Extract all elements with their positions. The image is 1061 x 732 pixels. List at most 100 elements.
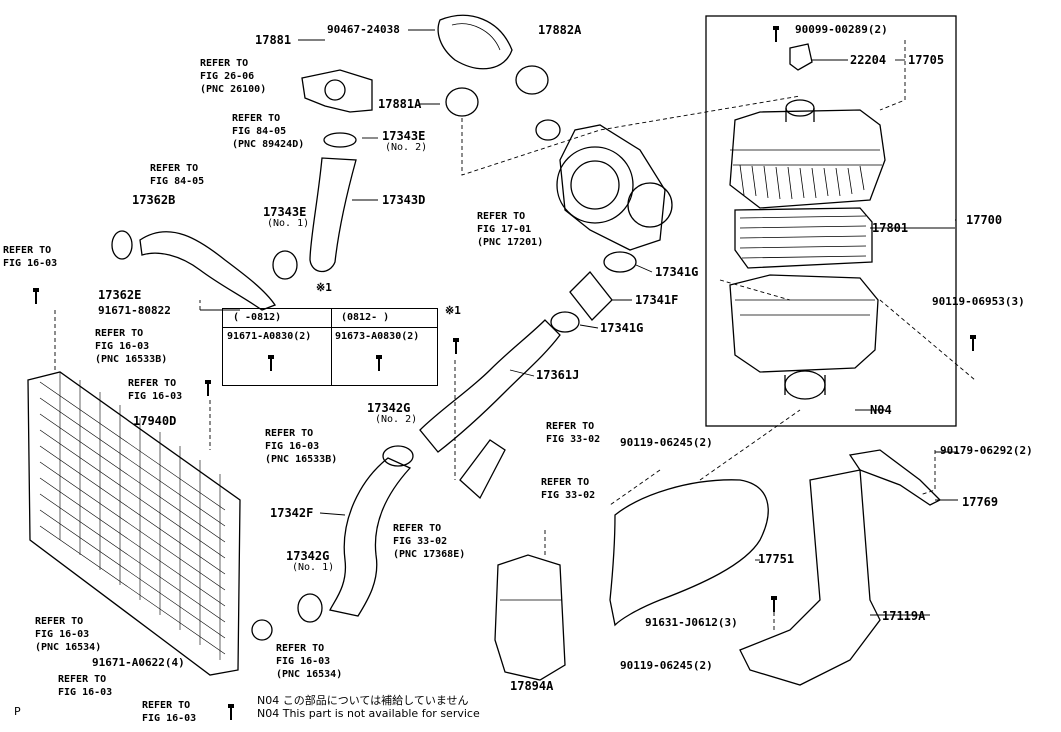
- refer-line: FIG 16-03: [128, 391, 183, 402]
- part-label-17362e[interactable]: 17362E: [98, 288, 142, 302]
- throttle-body-drawing: [301, 69, 373, 113]
- refer-line: FIG 16-03: [95, 341, 150, 352]
- part-label-90119-06953[interactable]: 90119-06953(3): [932, 295, 1025, 308]
- refer-line: FIG 17-01: [477, 224, 532, 235]
- refer-line: REFER TO: [541, 477, 590, 488]
- clamp-17342g-no1: [297, 593, 323, 623]
- refer-line: FIG 16-03: [35, 629, 90, 640]
- air-duct-17751-drawing: [609, 479, 769, 627]
- label-no2: (No. 2): [385, 142, 428, 153]
- part-label-17801[interactable]: 17801: [872, 221, 909, 235]
- hose-17341f-drawing: [569, 271, 613, 321]
- clamp-17342g-no2: [382, 445, 414, 467]
- part-label-17769[interactable]: 17769: [962, 495, 999, 509]
- refer-to-fig-16-03-a[interactable]: REFER TO FIG 16-03: [3, 244, 57, 270]
- clamp-17343e-no2: [323, 132, 357, 148]
- refer-to-fig-16-03-pnc-16533b-b[interactable]: REFER TO FIG 16-03 (PNC 16533B): [265, 427, 337, 466]
- refer-line: REFER TO: [3, 245, 52, 256]
- refer-line: (PNC 26100): [200, 84, 267, 95]
- part-label-91631-j0612[interactable]: 91631-J0612(3): [645, 616, 738, 629]
- refer-line: (PNC 16533B): [95, 354, 168, 365]
- bracket-17769-drawing: [848, 449, 942, 506]
- refer-to-fig-33-02-b[interactable]: REFER TO FIG 33-02: [541, 476, 595, 502]
- part-label-17894a[interactable]: 17894A: [510, 679, 554, 693]
- refer-line: REFER TO: [232, 113, 281, 124]
- bolt-date-table: ( -0812) (0812- ) 91671-A0830(2) 91673-A…: [222, 308, 438, 386]
- refer-line: REFER TO: [58, 674, 107, 685]
- part-label-17882a[interactable]: 17882A: [538, 23, 582, 37]
- refer-to-fig-16-03-pnc-16534-b[interactable]: REFER TO FIG 16-03 (PNC 16534): [276, 642, 342, 681]
- part-label-17881[interactable]: 17881: [255, 33, 292, 47]
- bolt-icon: [228, 704, 234, 720]
- part-label-17341g-upper[interactable]: 17341G: [655, 265, 699, 279]
- part-label-91671-80822[interactable]: 91671-80822: [98, 304, 171, 317]
- refer-to-fig-16-03-d[interactable]: REFER TO FIG 16-03: [142, 699, 196, 725]
- refer-line: FIG 16-03: [276, 656, 331, 667]
- part-label-17343e-no2[interactable]: 17343E: [382, 129, 426, 143]
- part-label-90099-00289[interactable]: 90099-00289(2): [795, 23, 888, 36]
- part-label-17751[interactable]: 17751: [758, 552, 795, 566]
- refer-line: (PNC 16534): [35, 642, 102, 653]
- bolt-icon: [970, 335, 976, 351]
- part-label-n04[interactable]: N04: [870, 403, 892, 417]
- part-label-22204[interactable]: 22204: [850, 53, 887, 67]
- table-divider: [331, 309, 332, 385]
- clamp-17362e: [111, 230, 133, 260]
- hose-17343d-drawing: [309, 157, 357, 273]
- refer-line: (PNC 89424D): [232, 139, 305, 150]
- part-label-90467-24038[interactable]: 90467-24038: [327, 23, 400, 36]
- radiator-drawing: [27, 371, 273, 676]
- bolt-icon: [268, 355, 274, 371]
- refer-to-fig-26-06[interactable]: REFER TO FIG 26-06 (PNC 26100): [200, 57, 266, 96]
- refer-to-fig-16-03-b[interactable]: REFER TO FIG 16-03: [128, 377, 182, 403]
- part-label-17343e-no1[interactable]: 17343E: [263, 205, 307, 219]
- refer-line: FIG 16-03: [58, 687, 113, 698]
- refer-line: (PNC 16534): [276, 669, 343, 680]
- refer-to-fig-84-05-pnc[interactable]: REFER TO FIG 84-05 (PNC 89424D): [232, 112, 304, 151]
- refer-to-fig-33-02-a[interactable]: REFER TO FIG 33-02: [546, 420, 600, 446]
- refer-to-fig-33-02-pnc-17368e[interactable]: REFER TO FIG 33-02 (PNC 17368E): [393, 522, 465, 561]
- part-label-17341g-lower[interactable]: 17341G: [600, 321, 644, 335]
- refer-to-fig-17-01[interactable]: REFER TO FIG 17-01 (PNC 17201): [477, 210, 543, 249]
- refer-line: FIG 84-05: [150, 176, 205, 187]
- part-label-91671-a0622[interactable]: 91671-A0622(4): [92, 656, 185, 669]
- bolt-icon: [773, 26, 779, 42]
- part-label-90179-06292[interactable]: 90179-06292(2): [940, 444, 1033, 457]
- part-label-17119a[interactable]: 17119A: [882, 609, 926, 623]
- refer-line: REFER TO: [95, 328, 144, 339]
- part-label-90119-06245-lower[interactable]: 90119-06245(2): [620, 659, 713, 672]
- air-cleaner-cap-drawing: [729, 99, 886, 209]
- refer-line: FIG 84-05: [232, 126, 287, 137]
- part-label-17342f[interactable]: 17342F: [270, 506, 314, 520]
- part-label-17881a[interactable]: 17881A: [378, 97, 422, 111]
- table-part-cell[interactable]: 91671-A0830(2): [227, 331, 312, 342]
- refer-to-fig-16-03-pnc-16534-a[interactable]: REFER TO FIG 16-03 (PNC 16534): [35, 615, 101, 654]
- refer-line: (PNC 17368E): [393, 549, 466, 560]
- refer-to-fig-16-03-pnc-16533b-a[interactable]: REFER TO FIG 16-03 (PNC 16533B): [95, 327, 167, 366]
- part-label-17342g-no1[interactable]: 17342G: [286, 549, 330, 563]
- refer-line: REFER TO: [546, 421, 595, 432]
- refer-line: REFER TO: [200, 58, 249, 69]
- refer-to-fig-16-03-c[interactable]: REFER TO FIG 16-03: [58, 673, 112, 699]
- pipe-17361j-drawing: [419, 319, 561, 453]
- part-label-17705[interactable]: 17705: [908, 53, 945, 67]
- table-header-cell: (0812- ): [341, 312, 390, 323]
- part-label-17343d[interactable]: 17343D: [382, 193, 426, 207]
- label-no2: (No. 2): [375, 414, 418, 425]
- part-label-17940d[interactable]: 17940D: [133, 414, 177, 428]
- part-label-17341f[interactable]: 17341F: [635, 293, 679, 307]
- table-header: [223, 309, 437, 328]
- part-label-17361j[interactable]: 17361J: [536, 368, 580, 382]
- refer-line: FIG 33-02: [541, 490, 596, 501]
- part-label-17362b[interactable]: 17362B: [132, 193, 176, 207]
- clamp-17343e-no1: [272, 250, 298, 280]
- label-no1: (No. 1): [267, 218, 310, 229]
- refer-to-fig-84-05[interactable]: REFER TO FIG 84-05: [150, 162, 204, 188]
- part-label-17342g-no2[interactable]: 17342G: [367, 401, 411, 415]
- part-label-17700[interactable]: 17700: [966, 213, 1003, 227]
- part-label-90119-06245-upper[interactable]: 90119-06245(2): [620, 436, 713, 449]
- air-pipe-17362b-drawing: [139, 231, 276, 311]
- table-part-cell[interactable]: 91673-A0830(2): [335, 331, 420, 342]
- bolt-icon: [376, 355, 382, 371]
